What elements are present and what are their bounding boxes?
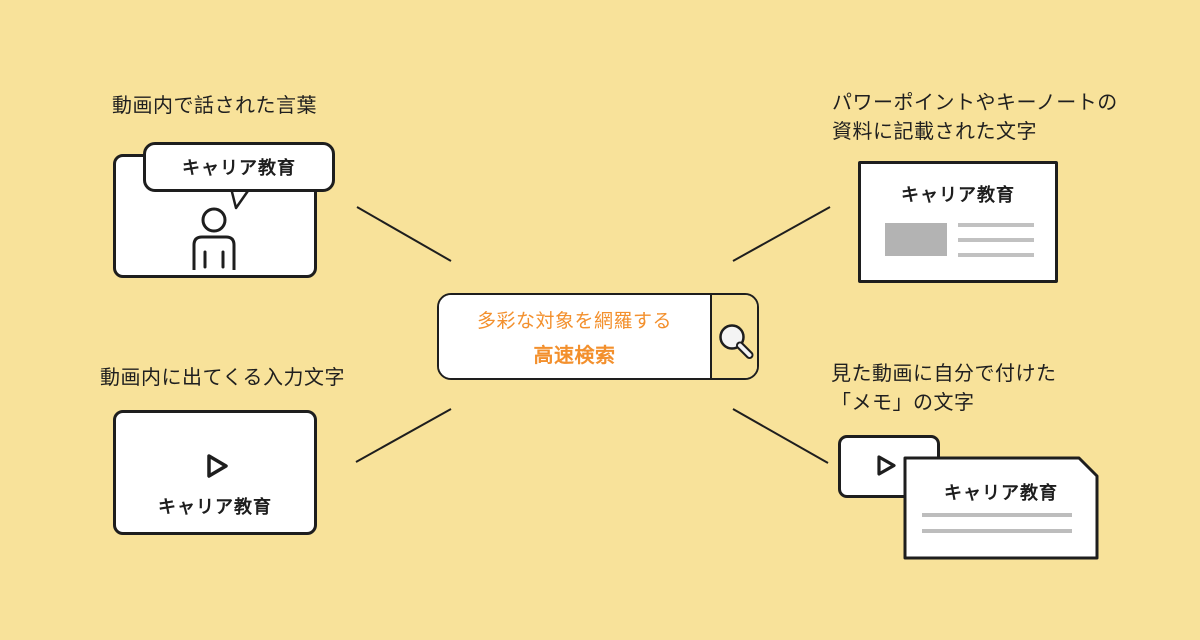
slide-title: キャリア教育 <box>901 185 1015 205</box>
label-memo-text: 見た動画に自分で付けた 「メモ」の文字 <box>831 360 1057 418</box>
slide-text-bar <box>958 223 1034 227</box>
search-text-area: 多彩な対象を網羅する 高速検索 <box>439 295 710 378</box>
slide-text-bar <box>958 253 1034 257</box>
play-icon <box>207 454 228 478</box>
speech-bubble-text: キャリア教育 <box>182 158 296 178</box>
slide-text-bar <box>958 238 1034 242</box>
label-memo-text-line1: 見た動画に自分で付けた <box>831 363 1057 385</box>
speech-bubble: キャリア教育 <box>143 142 335 192</box>
connector-bottom-right <box>732 408 829 464</box>
person-icon <box>192 207 236 270</box>
memo-note-title: キャリア教育 <box>944 483 1058 503</box>
connector-top-left <box>356 206 452 262</box>
search-box: 多彩な対象を網羅する 高速検索 <box>437 293 759 380</box>
label-onscreen-text: 動画内に出てくる入力文字 <box>100 367 345 389</box>
search-keyword: 高速検索 <box>533 344 616 367</box>
label-spoken-words: 動画内で話された言葉 <box>112 95 317 117</box>
memo-note-card <box>903 456 1099 560</box>
slide-image-placeholder <box>885 223 947 256</box>
label-slide-text: パワーポイントやキーノートの 資料に記載された文字 <box>832 89 1118 147</box>
connector-top-right <box>732 206 831 262</box>
connector-bottom-left <box>355 408 452 463</box>
memo-text-bar <box>922 529 1072 533</box>
search-button <box>710 295 757 378</box>
search-tagline: 多彩な対象を網羅する <box>476 310 672 332</box>
label-slide-text-line2: 資料に記載された文字 <box>832 121 1037 143</box>
memo-text-bar <box>922 513 1072 517</box>
video-card-onscreen-text <box>113 410 317 535</box>
video-caption: キャリア教育 <box>158 497 272 517</box>
label-slide-text-line1: パワーポイントやキーノートの <box>832 92 1118 114</box>
slide-card: キャリア教育 <box>858 161 1058 283</box>
play-icon <box>877 455 896 476</box>
magnifier-icon <box>719 323 754 359</box>
label-memo-text-line2: 「メモ」の文字 <box>831 392 975 414</box>
